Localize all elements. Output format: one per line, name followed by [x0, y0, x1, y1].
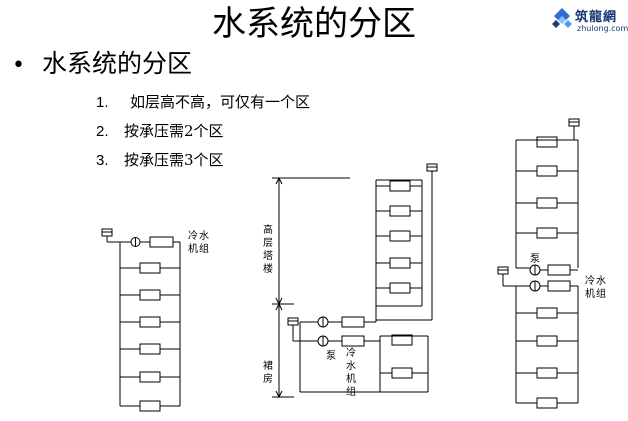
expansion-tank-icon — [101, 228, 120, 243]
terminal-units — [376, 180, 422, 294]
chiller-label: 冷水机组 — [585, 276, 607, 300]
list-number: 2. — [96, 123, 109, 140]
terminal-units — [516, 307, 578, 409]
heat-exchanger — [341, 316, 365, 328]
upper-zone-label: 高层塔楼 — [263, 225, 273, 275]
pump-icon — [529, 264, 541, 276]
bullet-marker: • — [12, 53, 25, 78]
pump-icon — [317, 316, 329, 328]
logo-url: zhulong.com — [577, 24, 628, 33]
pump-icon — [529, 280, 541, 292]
logo-name: 筑龍網 — [575, 10, 618, 25]
chiller-unit — [341, 335, 365, 347]
list-text: 按承压需3个区 — [124, 151, 224, 169]
pump-icon — [317, 335, 329, 347]
chiller-unit — [547, 280, 571, 292]
logo-mark-icon — [552, 8, 572, 28]
expansion-tank-icon — [426, 163, 438, 172]
bullet-heading: 水系统的分区 — [42, 49, 193, 78]
heat-exchanger — [547, 264, 571, 276]
list-item: 1. 如层高不高，可仅有一个区 — [96, 92, 310, 113]
expansion-tank-icon — [568, 118, 580, 127]
terminal-units — [516, 136, 578, 239]
pump-label: 泵 — [530, 254, 540, 265]
list-item: 2. 按承压需2个区 — [96, 121, 224, 142]
pump-label: 泵 — [326, 351, 336, 362]
diagram-two-zones — [272, 163, 438, 399]
diagram-single-zone — [101, 228, 181, 412]
chiller-unit — [149, 236, 174, 248]
pump-icon — [130, 237, 141, 247]
chiller-label: 冷水机组 — [188, 231, 210, 255]
slide-title: 水系统的分区 — [212, 4, 416, 44]
list-text: 如层高不高，可仅有一个区 — [130, 93, 311, 111]
chiller-label: 冷水机组 — [346, 348, 356, 398]
list-item: 3. 按承压需3个区 — [96, 150, 224, 171]
diagram-three-zones — [497, 118, 580, 409]
terminal-units — [120, 262, 180, 412]
lower-zone-label: 裙房 — [263, 361, 273, 385]
list-number: 3. — [96, 152, 109, 169]
terminal-units — [380, 334, 428, 379]
expansion-tank-icon — [497, 266, 509, 275]
list-number: 1. — [96, 94, 109, 111]
expansion-tank-icon — [287, 317, 299, 326]
list-text: 按承压需2个区 — [124, 122, 224, 140]
